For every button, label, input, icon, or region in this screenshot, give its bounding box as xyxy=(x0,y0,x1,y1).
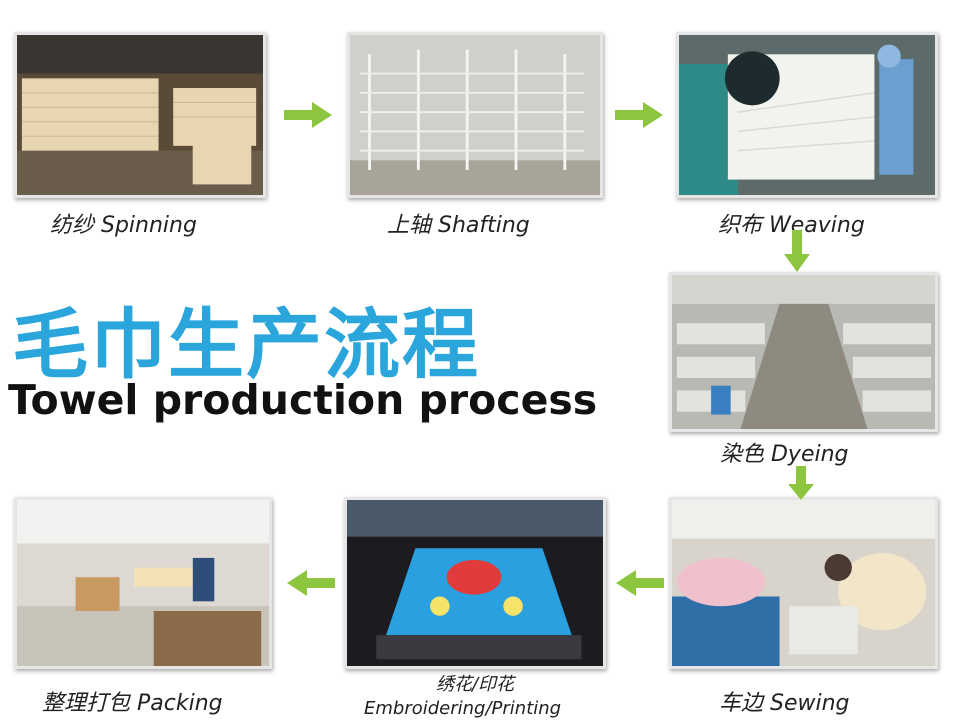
title-chinese: 毛巾生产流程 xyxy=(12,300,480,389)
caption-dyeing: 染色 Dyeing xyxy=(720,442,849,467)
caption-weaving: 织布 Weaving xyxy=(718,213,865,238)
photo-embroidering-printing xyxy=(344,497,606,669)
caption-shafting: 上轴 Shafting xyxy=(387,213,530,238)
photo-sewing xyxy=(669,497,938,669)
caption-packing: 整理打包 Packing xyxy=(42,691,223,716)
arrow-down-icon xyxy=(784,230,810,272)
photo-dyeing xyxy=(669,272,938,432)
caption-embroidering-line2: Embroidering/Printing xyxy=(364,698,562,719)
caption-sewing: 车边 Sewing xyxy=(719,691,850,716)
photo-packing xyxy=(14,497,272,669)
photo-weaving xyxy=(676,32,938,198)
arrow-left-icon xyxy=(287,570,335,596)
arrow-right-icon xyxy=(615,102,663,128)
title-english: Towel production process xyxy=(8,376,598,424)
arrow-down-icon xyxy=(788,466,814,500)
caption-spinning: 纺纱 Spinning xyxy=(50,213,197,238)
arrow-left-icon xyxy=(616,570,664,596)
caption-embroidering-line1: 绣花/印花 xyxy=(435,674,515,695)
photo-shafting xyxy=(347,32,603,198)
arrow-right-icon xyxy=(284,102,332,128)
photo-spinning xyxy=(14,32,266,198)
